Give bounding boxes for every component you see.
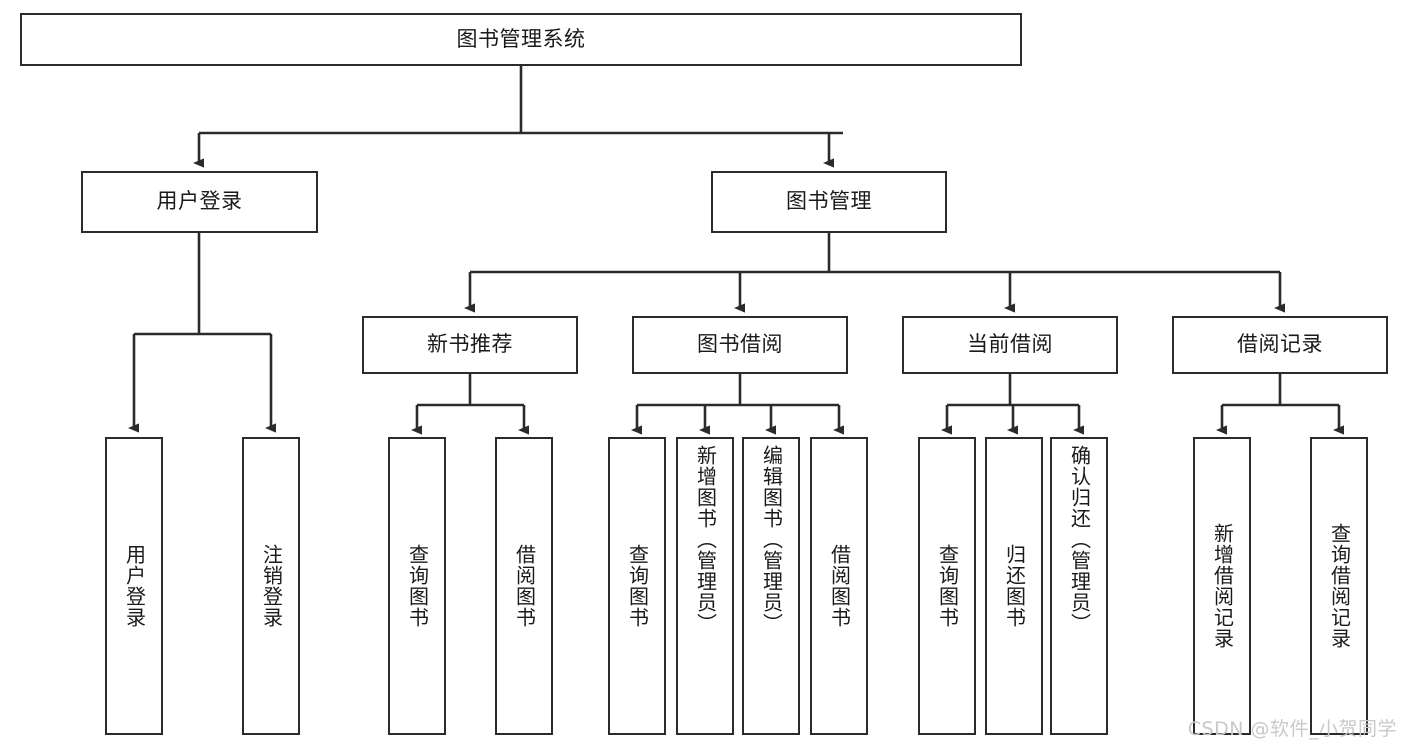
node-label: 新书推荐: [427, 332, 513, 357]
node-label: 新增图书（管理员）: [693, 445, 718, 634]
node-label: 注销登录: [259, 544, 284, 628]
node-new-book-recommend[interactable]: 新书推荐: [362, 316, 578, 374]
node-leaf-edit-book[interactable]: 编辑图书（管理员）: [742, 437, 800, 735]
node-label: 用户登录: [156, 189, 243, 214]
node-leaf-query-record[interactable]: 查询借阅记录: [1310, 437, 1368, 735]
node-leaf-user-login[interactable]: 用户登录: [105, 437, 163, 735]
node-label: 用户登录: [122, 544, 147, 628]
node-label: 借阅图书: [827, 544, 852, 628]
node-label: 当前借阅: [967, 332, 1053, 357]
node-label: 新增借阅记录: [1210, 523, 1235, 649]
node-label: 查询图书: [405, 544, 430, 628]
node-leaf-borrow-book-1[interactable]: 借阅图书: [495, 437, 553, 735]
node-leaf-add-book[interactable]: 新增图书（管理员）: [676, 437, 734, 735]
node-leaf-logout[interactable]: 注销登录: [242, 437, 300, 735]
node-leaf-query-book-2[interactable]: 查询图书: [608, 437, 666, 735]
node-label: 图书借阅: [697, 332, 783, 357]
node-leaf-confirm-return[interactable]: 确认归还（管理员）: [1050, 437, 1108, 735]
node-borrow-record[interactable]: 借阅记录: [1172, 316, 1388, 374]
node-label: 借阅图书: [512, 544, 537, 628]
node-leaf-return-book[interactable]: 归还图书: [985, 437, 1043, 735]
node-leaf-borrow-book-2[interactable]: 借阅图书: [810, 437, 868, 735]
node-label: 借阅记录: [1237, 332, 1323, 357]
node-label: 编辑图书（管理员）: [759, 445, 784, 634]
node-leaf-query-book-3[interactable]: 查询图书: [918, 437, 976, 735]
node-book-borrow[interactable]: 图书借阅: [632, 316, 848, 374]
node-user-login[interactable]: 用户登录: [81, 171, 318, 233]
node-label: 查询图书: [625, 544, 650, 628]
node-leaf-query-book-1[interactable]: 查询图书: [388, 437, 446, 735]
node-label: 归还图书: [1002, 544, 1027, 628]
node-leaf-add-record[interactable]: 新增借阅记录: [1193, 437, 1251, 735]
node-current-borrow[interactable]: 当前借阅: [902, 316, 1118, 374]
node-label: 图书管理系统: [456, 26, 586, 51]
node-label: 查询图书: [935, 544, 960, 628]
node-label: 查询借阅记录: [1327, 523, 1352, 649]
node-book-management[interactable]: 图书管理: [711, 171, 947, 233]
node-label: 图书管理: [786, 189, 872, 214]
node-book-management-system[interactable]: 图书管理系统: [20, 13, 1022, 66]
node-label: 确认归还（管理员）: [1067, 445, 1092, 634]
